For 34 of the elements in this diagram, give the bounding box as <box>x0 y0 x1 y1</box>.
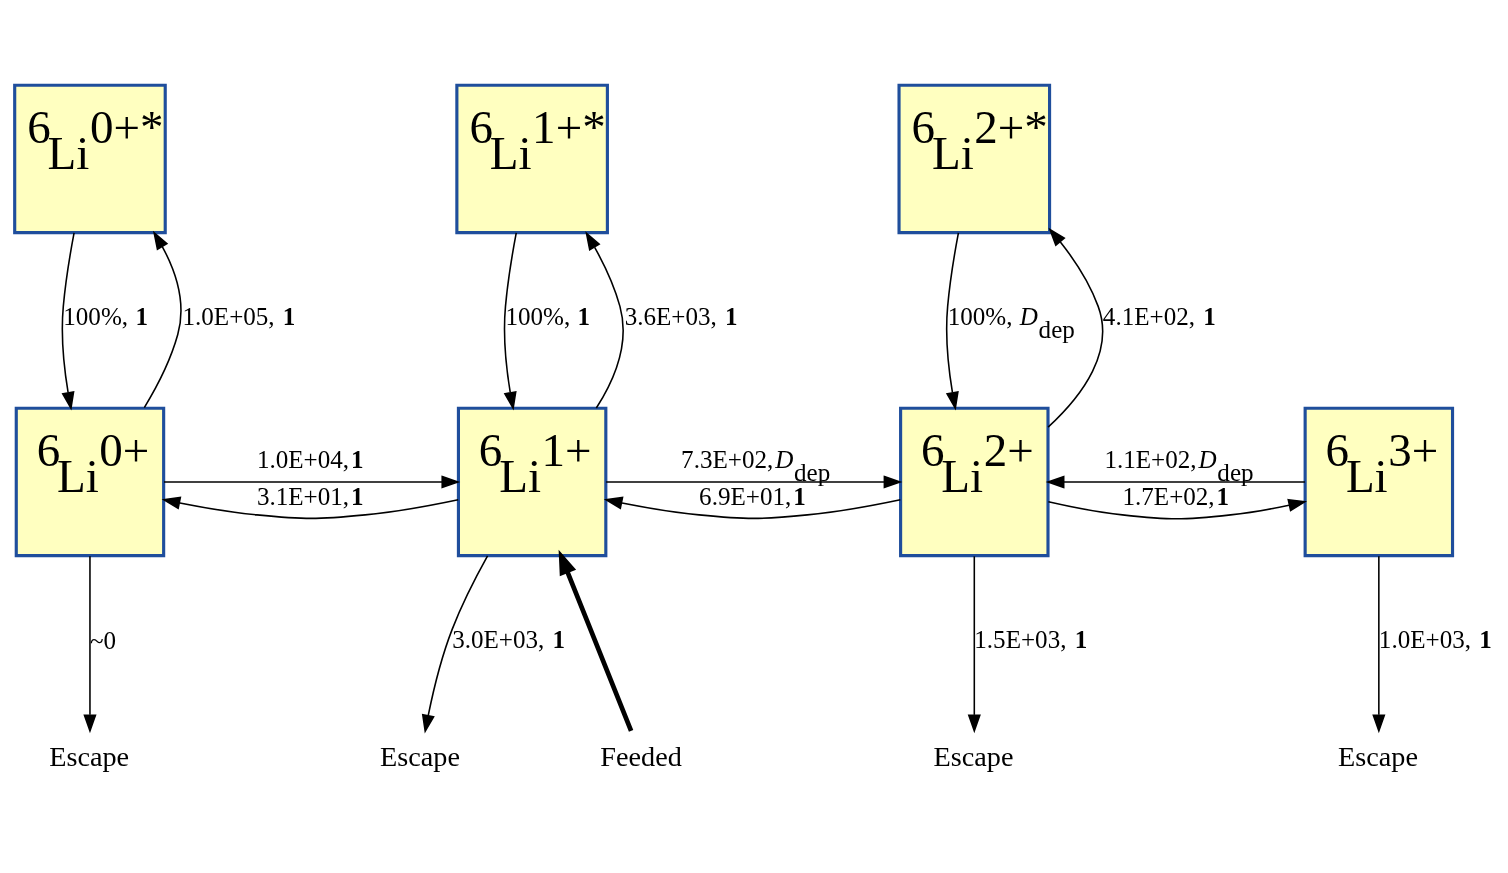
node-text: Escape <box>49 741 130 773</box>
edge-label: 100%, 1 <box>63 302 148 330</box>
arrow <box>421 555 489 734</box>
arrow <box>1047 227 1104 428</box>
arrow <box>163 475 461 489</box>
edge-label: 1.0E+03, 1 <box>1378 625 1492 653</box>
edge-label: 1.7E+02,1 <box>1122 483 1230 511</box>
arrow <box>143 230 182 409</box>
arrow <box>605 475 903 489</box>
edge-label: 3.1E+01,1 <box>256 483 364 511</box>
arrow <box>61 232 75 411</box>
arrow <box>1047 498 1308 520</box>
edge-label: 3.0E+03, 1 <box>452 625 566 653</box>
arrow <box>161 496 459 520</box>
arrow <box>83 555 97 734</box>
arrow <box>967 555 981 734</box>
node-text: Feeded <box>600 741 682 773</box>
arrow <box>503 232 518 411</box>
edge-label: 1.0E+05, 1 <box>182 302 296 330</box>
arrow <box>603 496 902 520</box>
arrow <box>945 232 960 411</box>
node-text: Escape <box>1338 741 1418 773</box>
arrow <box>585 231 624 409</box>
edge-label: 100%, 1 <box>505 302 591 330</box>
arrow <box>1372 555 1386 734</box>
arrow <box>558 549 634 732</box>
arrow <box>1045 475 1306 489</box>
node-text: Escape <box>380 741 460 773</box>
edge-label: 4.1E+02, 1 <box>1102 302 1216 330</box>
node-text: Escape <box>933 741 1014 773</box>
edge-label: 6.9E+01,1 <box>699 483 806 511</box>
edge-label: 1.5E+03, 1 <box>974 625 1088 653</box>
edge-label: 1.0E+04,1 <box>256 445 364 473</box>
edge-label: 3.6E+03, 1 <box>624 302 738 330</box>
